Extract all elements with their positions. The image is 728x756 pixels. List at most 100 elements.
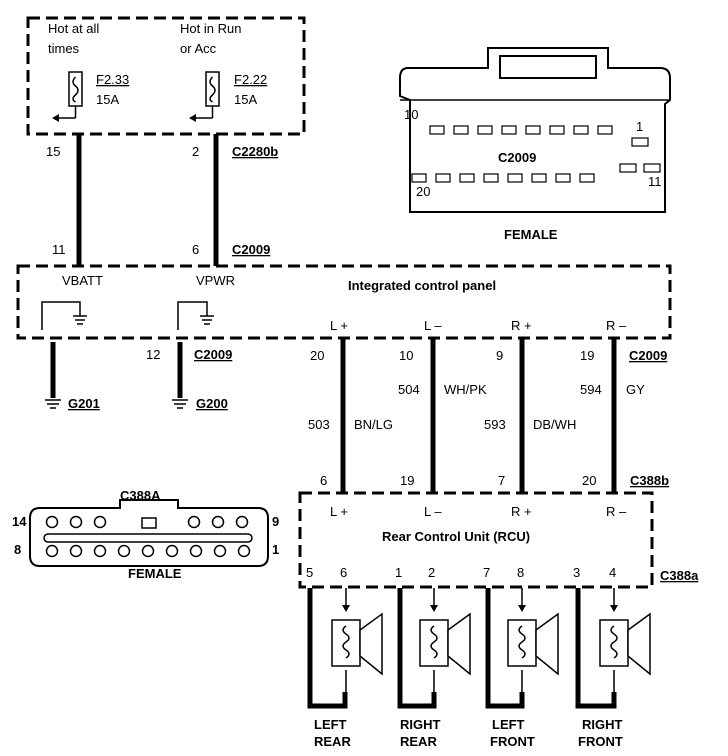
connector-pin-cell — [459, 173, 475, 183]
icp-r-minus: R – — [606, 318, 627, 333]
pin-6: 6 — [192, 242, 199, 257]
connector-c2009-audio: C2009 — [629, 348, 667, 363]
color-db-wh: DB/WH — [533, 417, 576, 432]
speaker-right-rear — [397, 588, 471, 709]
c2009-pin-11: 11 — [648, 174, 662, 189]
c388a-pin-cells — [45, 515, 251, 558]
out-pin-8: 8 — [517, 565, 524, 580]
ground-g201: G201 — [68, 396, 100, 411]
fuse-f2-33-rating: 15A — [96, 92, 119, 107]
pin-15: 15 — [46, 144, 60, 159]
connector-pin-hole — [165, 544, 179, 558]
fuse-f2-33: F2.33 15A — [52, 71, 129, 122]
connector-pin-cell — [531, 173, 547, 183]
c2009-gender: FEMALE — [504, 227, 558, 242]
speaker-left-rear — [307, 588, 383, 709]
hot-in-run-line2: or Acc — [180, 41, 217, 56]
integrated-control-panel: VBATT VPWR Integrated control panel L + … — [16, 264, 672, 340]
out-pin-4: 4 — [609, 565, 616, 580]
speaker-label-left-rear-2: REAR — [314, 734, 351, 749]
pin-9: 9 — [496, 348, 503, 363]
hot-at-all-times-line1: Hot at all — [48, 21, 99, 36]
hot-in-run-line1: Hot in Run — [180, 21, 241, 36]
rcu-pin-19: 19 — [400, 473, 414, 488]
connector-pin-cell — [483, 173, 499, 183]
rcu-pin-7: 7 — [498, 473, 505, 488]
pin-20: 20 — [310, 348, 324, 363]
connector-pin-cell — [631, 137, 649, 147]
fuse-f2-22-name: F2.22 — [234, 72, 267, 87]
c388a-pin-14: 14 — [12, 514, 27, 529]
connector-pin-cell — [573, 125, 589, 135]
rcu-r-minus: R – — [606, 504, 627, 519]
c2009-pin-1: 1 — [636, 119, 643, 134]
connector-c2009-top: C2009 — [232, 242, 270, 257]
c2009-connector-face: 10 1 20 11 C2009 — [399, 47, 671, 213]
c388a-connector-face: C388A 14 9 8 1 — [12, 488, 279, 567]
connector-pin-cell — [435, 173, 451, 183]
rcu-r-plus: R + — [511, 504, 532, 519]
circuit-593: 593 — [484, 417, 506, 432]
out-pin-3: 3 — [573, 565, 580, 580]
vbatt-label: VBATT — [62, 273, 103, 288]
c388a-gender: FEMALE — [128, 566, 182, 581]
rcu-l-minus: L – — [424, 504, 442, 519]
fuse-box: Hot at all times Hot in Run or Acc F2.33… — [26, 16, 306, 136]
c2009-pin-cells — [411, 125, 661, 183]
speaker-label-right-rear-1: RIGHT — [400, 717, 441, 732]
rcu-pin-20: 20 — [582, 473, 596, 488]
rcu-title: Rear Control Unit (RCU) — [382, 529, 530, 544]
circuit-503: 503 — [308, 417, 330, 432]
rcu-pin-6: 6 — [320, 473, 327, 488]
connector-pin-hole — [213, 544, 227, 558]
icp-title: Integrated control panel — [348, 278, 496, 293]
icp-l-minus: L – — [424, 318, 442, 333]
connector-c388b: C388b — [630, 473, 669, 488]
color-bn-lg: BN/LG — [354, 417, 393, 432]
fuse-f2-33-name: F2.33 — [96, 72, 129, 87]
ground-symbol-g201 — [45, 399, 61, 409]
c2009-face-title: C2009 — [498, 150, 536, 165]
rcu-outline — [298, 491, 654, 589]
speaker-left-front — [485, 588, 559, 709]
connector-pin-hole — [187, 515, 201, 529]
connector-pin-hole — [189, 544, 203, 558]
color-gy: GY — [626, 382, 645, 397]
connector-pin-cell — [411, 173, 427, 183]
pin-11: 11 — [52, 242, 66, 257]
c2009-pin-10: 10 — [404, 107, 418, 122]
icp-l-plus: L + — [330, 318, 348, 333]
connector-pin-hole — [69, 544, 83, 558]
connector-pin-hole — [211, 515, 225, 529]
connector-pin-cell — [429, 125, 445, 135]
circuit-594: 594 — [580, 382, 602, 397]
connector-pin-cell — [643, 163, 661, 173]
rear-control-unit: L + L – R + R – Rear Control Unit (RCU) … — [298, 491, 654, 589]
ground-g200: G200 — [196, 396, 228, 411]
pin-12: 12 — [146, 347, 160, 362]
fuse-f2-22-rating: 15A — [234, 92, 257, 107]
rcu-l-plus: L + — [330, 504, 348, 519]
connector-pin-hole — [141, 544, 155, 558]
internal-ground-1 — [41, 301, 87, 330]
connector-pin-cell — [501, 125, 517, 135]
connector-pin-cell — [453, 125, 469, 135]
connector-pin-cell — [579, 173, 595, 183]
c388a-pin-9: 9 — [272, 514, 279, 529]
ground-symbol-g200 — [172, 399, 188, 409]
connector-pin-cell — [619, 163, 637, 173]
hot-at-all-times-line2: times — [48, 41, 80, 56]
pin-19: 19 — [580, 348, 594, 363]
icp-r-plus: R + — [511, 318, 532, 333]
out-pin-2: 2 — [428, 565, 435, 580]
c388a-pin-8: 8 — [14, 542, 21, 557]
fuse-box-outline — [26, 16, 306, 136]
connector-c388a: C388a — [660, 568, 699, 583]
connector-pin-hole — [93, 515, 107, 529]
connector-pin-cell — [549, 125, 565, 135]
pin-2: 2 — [192, 144, 199, 159]
c388a-pin-1: 1 — [272, 542, 279, 557]
connector-c2009-ground: C2009 — [194, 347, 232, 362]
out-pin-6: 6 — [340, 565, 347, 580]
